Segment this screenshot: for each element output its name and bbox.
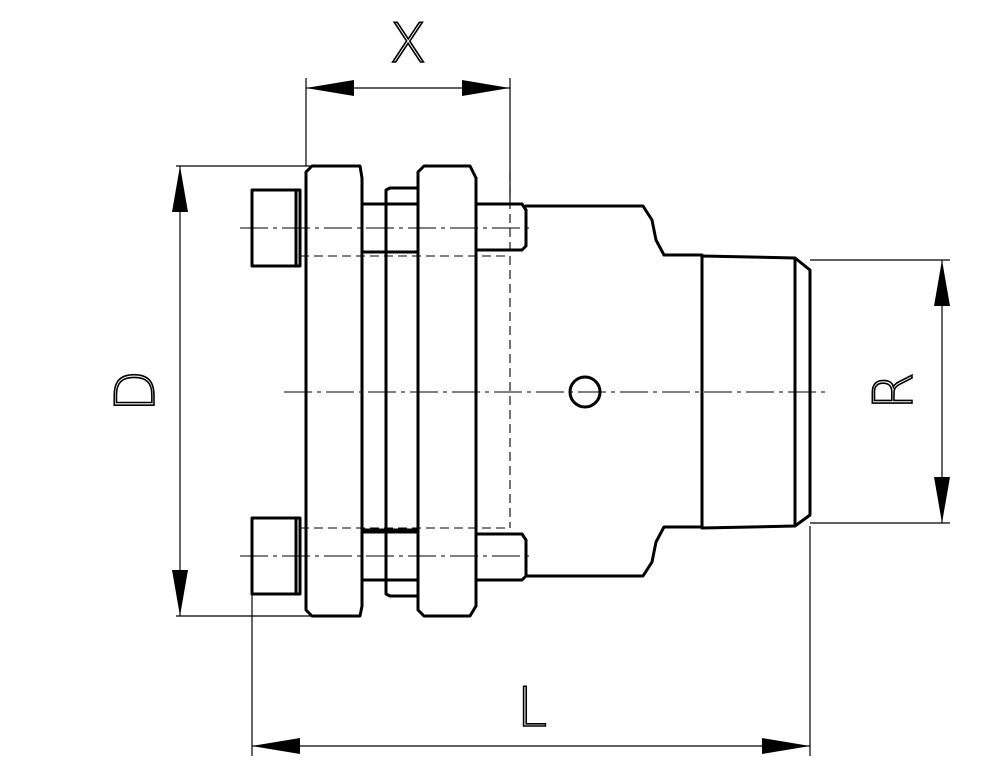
dimension-r-label: R bbox=[862, 372, 925, 410]
dimension-d-label: D bbox=[104, 370, 167, 412]
dimension-x: X bbox=[305, 11, 511, 200]
dimension-r: R bbox=[810, 259, 950, 524]
dimension-x-label: X bbox=[390, 12, 427, 75]
dimension-l: L bbox=[251, 526, 811, 756]
center-lines bbox=[240, 227, 825, 557]
left-flange bbox=[304, 164, 364, 618]
center-hole bbox=[568, 375, 602, 409]
lower-bolt bbox=[250, 516, 528, 596]
dimension-l-label: L bbox=[517, 676, 547, 739]
housing-body bbox=[524, 204, 704, 578]
hidden-lines bbox=[300, 172, 511, 529]
right-flange bbox=[416, 164, 478, 618]
dimension-d: D bbox=[103, 165, 312, 617]
